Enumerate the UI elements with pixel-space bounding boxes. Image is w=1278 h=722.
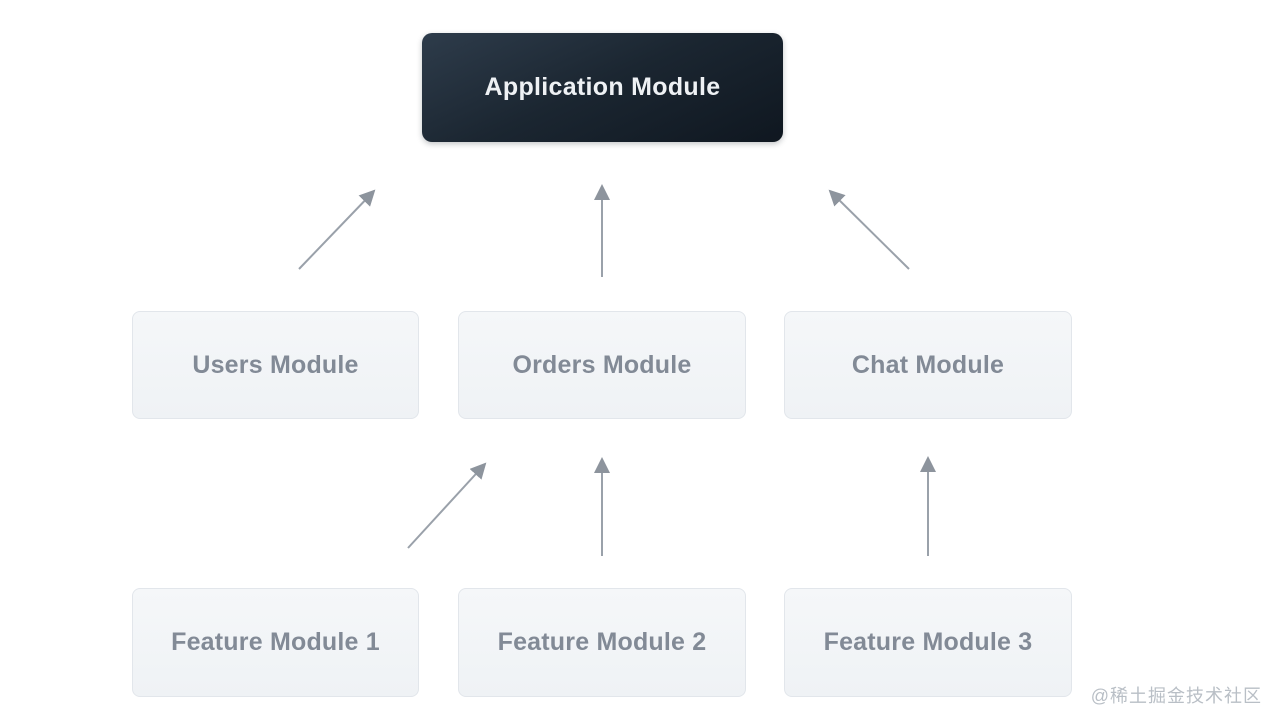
node-chat-module-label: Chat Module [851,350,1005,379]
node-feature-module-3: Feature Module 3 [784,588,1072,697]
node-chat-module: Chat Module [784,311,1072,419]
arrow-chat-to-application [828,189,910,270]
watermark: @稀土掘金技术社区 [1090,686,1262,706]
node-orders-module-label: Orders Module [512,350,692,379]
arrow-feature1-to-orders [407,462,487,549]
node-application-module-label: Application Module [484,73,721,101]
arrow-users-to-application [298,189,376,270]
node-application-module: Application Module [422,33,783,142]
node-orders-module: Orders Module [458,311,746,419]
node-users-module: Users Module [132,311,419,419]
node-feature-module-1-label: Feature Module 1 [171,628,380,656]
node-feature-module-1: Feature Module 1 [132,588,419,697]
node-feature-module-3-label: Feature Module 3 [823,628,1033,656]
node-feature-module-2: Feature Module 2 [458,588,746,697]
node-feature-module-2-label: Feature Module 2 [497,628,707,656]
node-users-module-label: Users Module [192,350,359,379]
